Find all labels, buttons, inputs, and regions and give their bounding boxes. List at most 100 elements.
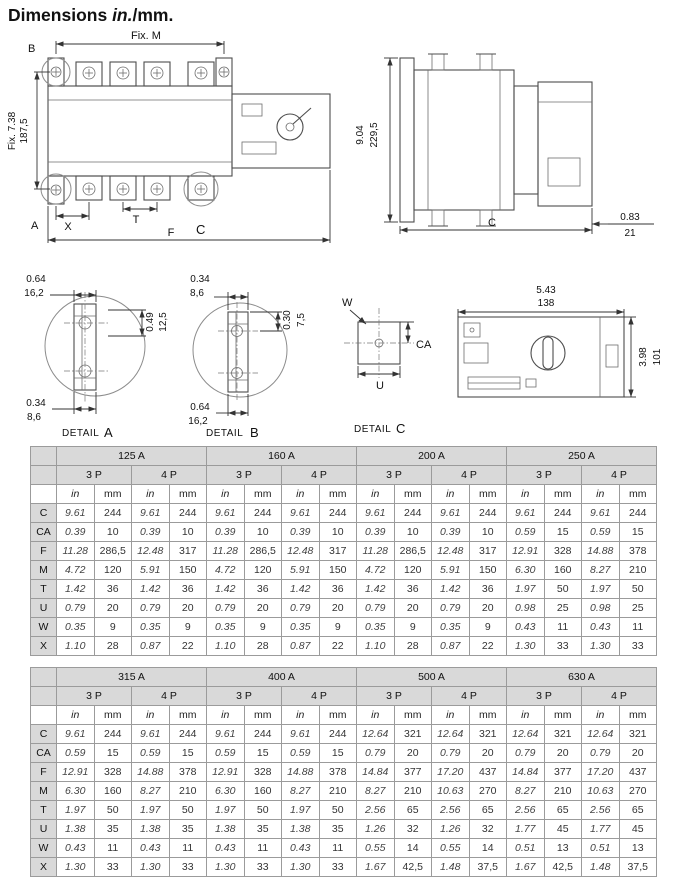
value-cell: 9.61 (356, 503, 395, 523)
value-cell: 0.39 (356, 522, 395, 542)
value-cell: 32 (393, 819, 432, 839)
value-cell: 1.38 (131, 819, 170, 839)
value-cell: 437 (468, 762, 507, 782)
corner-label-b: B (28, 43, 35, 55)
value-cell: 378 (168, 762, 207, 782)
unit-header: in (356, 484, 395, 504)
unit-header: in (206, 484, 245, 504)
value-cell: 33 (93, 857, 132, 877)
value-cell: 1.10 (56, 636, 95, 656)
value-cell: 0.55 (356, 838, 395, 858)
value-cell: 12.48 (281, 541, 320, 561)
detail-a-bottom-in: 0.34 (26, 398, 46, 409)
table-corner (30, 465, 57, 485)
detail-c-dim-ca: CA (416, 339, 432, 351)
dim-label-fix-vertical-mm: 187,5 (19, 118, 30, 143)
pole-config-header: 4 P (281, 465, 357, 485)
value-cell: 321 (543, 724, 582, 744)
value-cell: 17.20 (581, 762, 620, 782)
value-cell: 1.26 (356, 819, 395, 839)
value-cell: 9.61 (206, 503, 245, 523)
value-cell: 0.43 (506, 617, 545, 637)
value-cell: 65 (393, 800, 432, 820)
table-corner (30, 484, 57, 504)
value-cell: 1.30 (56, 857, 95, 877)
value-cell: 10 (318, 522, 357, 542)
unit-header: mm (393, 484, 432, 504)
unit-header: mm (168, 484, 207, 504)
value-cell: 11 (243, 838, 282, 858)
detail-a-bottom-mm: 8,6 (27, 412, 41, 423)
value-cell: 317 (468, 541, 507, 561)
detail-c-dimensions (349, 309, 414, 378)
row-label: T (30, 800, 57, 820)
value-cell: 50 (168, 800, 207, 820)
value-cell: 50 (543, 579, 582, 599)
pole-config-header: 4 P (131, 686, 207, 706)
value-cell: 14 (393, 838, 432, 858)
handle-geometry (457, 316, 625, 398)
detail-a-top-in: 0.64 (26, 274, 46, 285)
value-cell: 11 (618, 617, 657, 637)
value-cell: 9 (393, 617, 432, 637)
value-cell: 1.97 (506, 579, 545, 599)
value-cell: 328 (543, 541, 582, 561)
value-cell: 0.79 (206, 598, 245, 618)
value-cell: 1.97 (281, 800, 320, 820)
value-cell: 15 (243, 743, 282, 763)
switch-body-outline (47, 85, 331, 177)
table-corner (30, 686, 57, 706)
value-cell: 321 (468, 724, 507, 744)
unit-header: in (506, 484, 545, 504)
value-cell: 9.61 (131, 503, 170, 523)
detail-a-top-mm: 16,2 (24, 288, 44, 299)
unit-header: mm (243, 484, 282, 504)
value-cell: 1.77 (506, 819, 545, 839)
pole-config-header: 3 P (206, 465, 282, 485)
detail-a-callout-circle (44, 295, 146, 397)
value-cell: 10 (168, 522, 207, 542)
value-cell: 0.35 (131, 617, 170, 637)
value-cell: 120 (243, 560, 282, 580)
value-cell: 35 (93, 819, 132, 839)
value-cell: 8.27 (131, 781, 170, 801)
value-cell: 0.79 (131, 598, 170, 618)
dim-label-fix-vertical-in: Fix. 7.38 (7, 111, 18, 150)
value-cell: 8.27 (281, 781, 320, 801)
value-cell: 13 (543, 838, 582, 858)
value-cell: 328 (243, 762, 282, 782)
value-cell: 12.91 (56, 762, 95, 782)
unit-header: mm (618, 705, 657, 725)
value-cell: 317 (318, 541, 357, 561)
value-cell: 50 (618, 579, 657, 599)
pole-config-header: 3 P (506, 465, 582, 485)
value-cell: 0.35 (281, 617, 320, 637)
value-cell: 36 (243, 579, 282, 599)
value-cell: 1.42 (356, 579, 395, 599)
value-cell: 0.51 (581, 838, 620, 858)
value-cell: 9.61 (506, 503, 545, 523)
value-cell: 12.64 (506, 724, 545, 744)
row-label: C (30, 724, 57, 744)
handle-dimensions (457, 309, 636, 398)
value-cell: 45 (543, 819, 582, 839)
row-label: U (30, 598, 57, 618)
page-title-word: Dimensions (8, 5, 113, 25)
value-cell: 244 (318, 503, 357, 523)
value-cell: 8.27 (581, 560, 620, 580)
value-cell: 37,5 (468, 857, 507, 877)
value-cell: 317 (168, 541, 207, 561)
value-cell: 14.88 (281, 762, 320, 782)
value-cell: 36 (93, 579, 132, 599)
value-cell: 35 (318, 819, 357, 839)
unit-header: in (431, 705, 470, 725)
value-cell: 20 (243, 598, 282, 618)
detail-b-letter: B (250, 425, 259, 440)
amp-rating-header: 125 A (56, 446, 207, 466)
value-cell: 33 (168, 857, 207, 877)
value-cell: 270 (618, 781, 657, 801)
